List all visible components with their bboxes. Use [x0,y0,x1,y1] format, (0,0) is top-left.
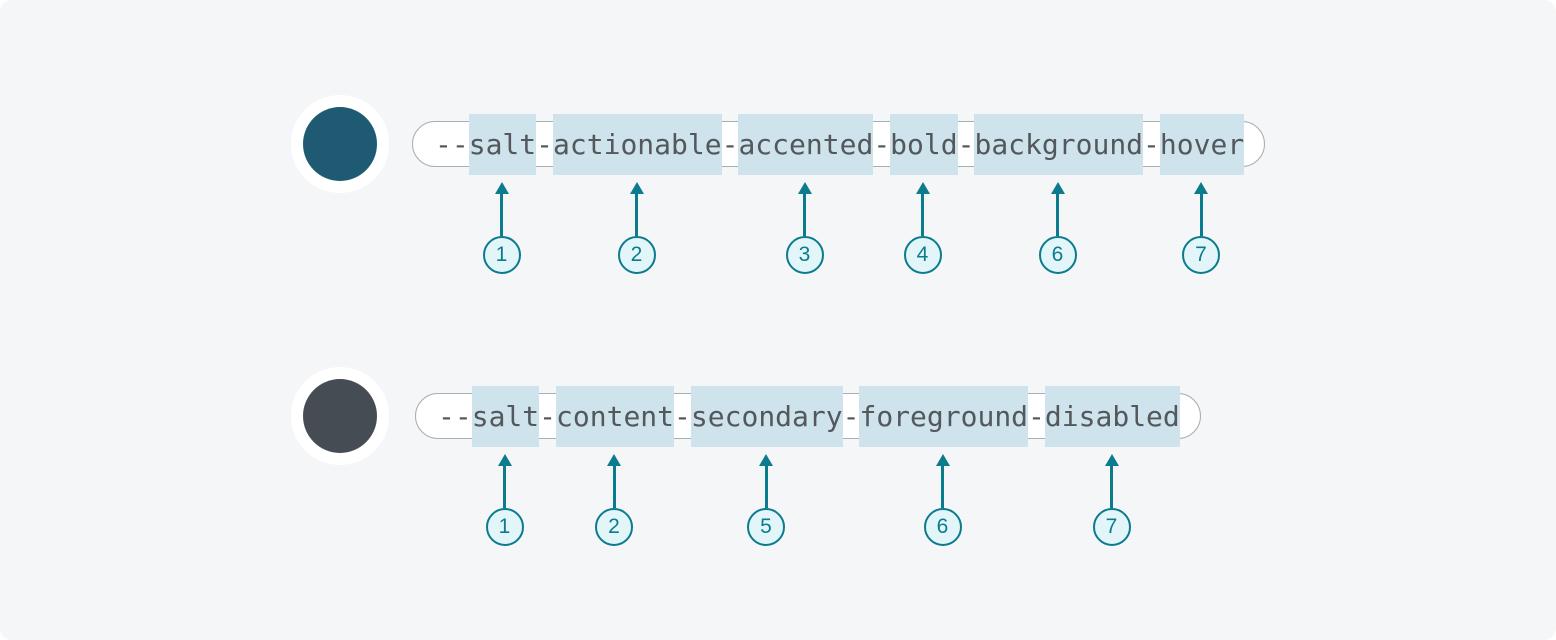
token-separator: - [873,128,891,161]
arrow-up-icon [1104,454,1119,466]
arrow-up-icon [1050,182,1065,194]
segment-callout: 1 [482,182,521,274]
arrow-up-icon [915,182,930,194]
arrow-line [612,466,616,508]
token-pill: --salt-content-secondary-foreground-disa… [415,386,1201,447]
arrow-up-icon [1194,182,1208,194]
token-segment: foreground [859,386,1029,447]
segment-callout: 7 [1182,182,1220,274]
token-segment: accented [738,114,874,175]
callout-number-badge: 1 [485,508,524,546]
callout-number-badge: 7 [1092,508,1131,546]
segment-callout: 1 [485,454,524,546]
arrow-line [941,466,944,508]
callout-number-badge: 5 [747,508,785,546]
token-segment: salt [471,386,540,447]
segment-callout: 7 [1092,454,1131,546]
token-separator: - [674,400,691,433]
callout-number-badge: 4 [903,236,942,274]
arrow-up-icon [935,454,950,466]
segment-callout: 6 [923,454,962,546]
token-separator: - [1143,128,1160,161]
token-separator: - [957,128,975,161]
arrow-up-icon [629,182,644,194]
token-segment: content [556,386,675,447]
arrow-up-icon [494,182,509,194]
callout-number-badge: 6 [923,508,962,546]
callout-number-badge: 6 [1038,236,1077,274]
token-separator: - [1028,400,1045,433]
arrow-line [1199,194,1203,236]
token-segment: actionable [553,114,722,175]
arrow-line [1056,194,1059,236]
arrow-up-icon [497,454,512,466]
token-segment: background [974,114,1144,175]
token-prefix: -- [435,128,469,161]
segment-callout: 3 [785,182,824,274]
segment-callout: 2 [617,182,656,274]
arrow-line [500,194,503,236]
token-separator: - [536,128,554,161]
token-segment: secondary [690,386,843,447]
callout-number-badge: 3 [785,236,824,274]
arrow-line [764,466,768,508]
token-separator: - [539,400,557,433]
token-prefix: -- [438,400,472,433]
color-swatch [303,107,377,181]
token-separator: - [842,400,860,433]
token-segment: salt [468,114,537,175]
arrow-line [803,194,806,236]
arrow-line [1110,466,1113,508]
arrow-up-icon [607,454,621,466]
segment-callout: 5 [747,454,785,546]
segment-callout: 4 [903,182,942,274]
token-segment: bold [890,114,958,175]
callout-number-badge: 7 [1182,236,1220,274]
segment-callout: 2 [595,454,633,546]
arrow-up-icon [797,182,812,194]
token-pill: --salt-actionable-accented-bold-backgrou… [412,114,1266,175]
arrow-up-icon [759,454,773,466]
token-segment: hover [1159,114,1245,175]
arrow-line [503,466,506,508]
callout-number-badge: 2 [617,236,656,274]
token-separator: - [721,128,739,161]
arrow-line [921,194,924,236]
color-swatch [303,379,377,453]
callout-number-badge: 1 [482,236,521,274]
arrow-line [635,194,638,236]
segment-callout: 6 [1038,182,1077,274]
token-segment: disabled [1044,386,1180,447]
callout-number-badge: 2 [595,508,633,546]
